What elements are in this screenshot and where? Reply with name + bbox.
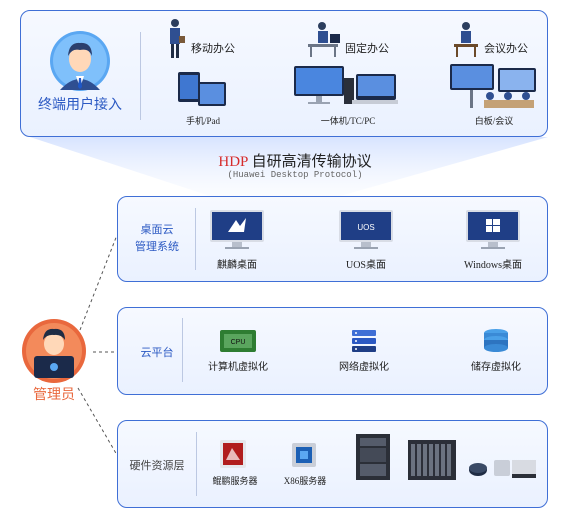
- layer1-title-line2: 管理系统: [135, 241, 179, 253]
- layer1-title-line1: 桌面云: [140, 224, 174, 236]
- blade-server-icon: [408, 440, 456, 480]
- kylin-desktop-icon: [210, 210, 264, 249]
- scenario-mobile: 移动办公: [191, 43, 235, 55]
- connector-top: [79, 234, 118, 331]
- admin-avatar-icon: [22, 319, 86, 383]
- thin-client-icon: [469, 460, 536, 478]
- meeting-worker-icon: [454, 22, 478, 57]
- device-mobile: 手机/Pad: [185, 116, 220, 126]
- uos-desktop-icon: UOS: [339, 210, 393, 249]
- protocol-hdp: HDP: [218, 154, 248, 170]
- terminal-divider: [140, 32, 141, 120]
- connector-bottom: [77, 387, 118, 456]
- layer1-item-2: Windows桌面: [464, 260, 522, 271]
- layer-cloud-platform: [117, 307, 548, 395]
- admin-label: 管理员: [33, 388, 75, 403]
- layer2-item-1: 网络虚拟化: [339, 362, 389, 373]
- layer2-title: 云平台: [140, 347, 174, 359]
- mobile-worker-icon: [170, 19, 185, 58]
- layer3-item-0: 鲲鹏服务器: [212, 476, 258, 486]
- device-meeting: 白板/会议: [474, 116, 514, 126]
- layer2-divider: [182, 318, 183, 382]
- x86-chip-icon: [292, 443, 316, 467]
- layer3-title: 硬件资源层: [129, 460, 185, 472]
- rack-server-icon: [356, 434, 390, 480]
- network-virtualization-icon: [352, 330, 376, 352]
- terminal-title: 终端用户接入: [38, 98, 122, 113]
- whiteboard-meeting-icon: [450, 64, 536, 108]
- layer3-item-1: X86服务器: [283, 476, 327, 486]
- protocol-desc: 自研高清传输协议: [247, 154, 372, 170]
- layer2-item-2: 储存虚拟化: [471, 362, 521, 373]
- scenario-meeting: 会议办公: [484, 43, 528, 55]
- cpu-chip-text: CPU: [231, 339, 246, 346]
- scenario-fixed: 固定办公: [345, 43, 389, 55]
- protocol-title: HDP 自研高清传输协议: [180, 150, 410, 171]
- device-pc: 一体机/TC/PC: [320, 116, 376, 126]
- phone-pad-icon: [178, 72, 226, 106]
- layer1-item-1: UOS桌面: [345, 260, 386, 271]
- desk-worker-icon: [308, 22, 340, 57]
- layer2-item-0: 计算机虚拟化: [208, 362, 268, 373]
- layer3-divider: [196, 432, 197, 496]
- desktop-pc-icon: [294, 66, 398, 104]
- layer1-divider: [195, 208, 196, 270]
- storage-virtualization-icon: [484, 329, 508, 352]
- layer1-title: 桌面云 管理系统: [120, 222, 194, 256]
- cpu-chip-icon: CPU: [220, 330, 256, 352]
- kunpeng-chip-icon: [220, 440, 246, 468]
- user-avatar-icon: [50, 31, 110, 91]
- uos-screen-text: UOS: [357, 223, 374, 232]
- protocol-subtitle: (Huawei Desktop Protocol): [227, 170, 363, 180]
- windows-desktop-icon: [466, 210, 520, 249]
- layer1-item-0: 麒麟桌面: [217, 260, 257, 271]
